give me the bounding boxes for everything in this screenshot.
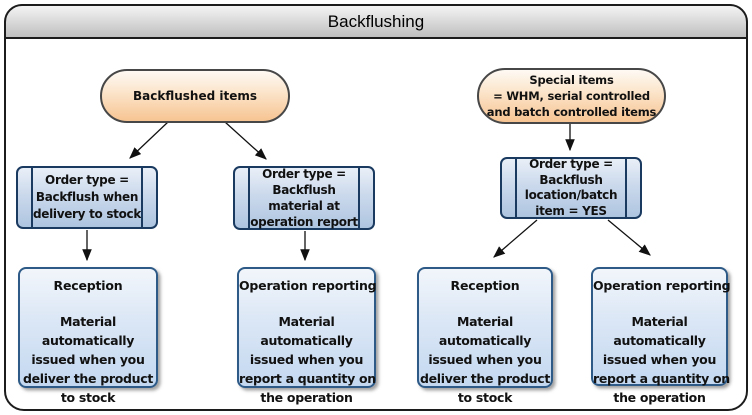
- node-backflushed-items: Backflushed items: [100, 69, 290, 123]
- process-side-bar: [625, 159, 627, 217]
- node-operation-reporting-right-heading: Operation reporting: [593, 278, 731, 293]
- node-operation-reporting-right: Operation reporting Material automatical…: [591, 267, 731, 405]
- node-special-items: Special items = WHM, serial controlled a…: [477, 68, 666, 124]
- node-reception-left: Reception Material automatically issued …: [18, 267, 158, 405]
- node-order-type-delivery-to-stock: Order type = Backflush when delivery to …: [16, 166, 158, 229]
- node-order-type-operation-report: Order type = Backflush material at opera…: [233, 166, 375, 230]
- node-operation-reporting-right-body: Material automatically issued when you r…: [593, 314, 730, 405]
- node-order-type-delivery-label: Order type = Backflush when delivery to …: [32, 173, 142, 221]
- node-order-type-location-batch: Order type = Backflush location/batch it…: [500, 157, 642, 219]
- node-reception-right-body: Material automatically issued when you d…: [419, 314, 551, 405]
- node-reception-left-body: Material automatically issued when you d…: [22, 314, 154, 405]
- node-backflushed-items-label: Backflushed items: [132, 89, 257, 103]
- node-special-items-label: Special items = WHM, serial controlled a…: [486, 73, 657, 119]
- process-side-bar: [358, 168, 360, 228]
- node-order-type-location-label: Order type = Backflush location/batch it…: [524, 157, 618, 218]
- title-bar: Backflushing: [4, 4, 748, 39]
- node-reception-right-heading: Reception: [450, 278, 520, 293]
- node-reception-left-heading: Reception: [53, 278, 123, 293]
- node-operation-reporting-left-body: Material automatically issued when you r…: [239, 314, 376, 405]
- node-order-type-operation-label: Order type = Backflush material at opera…: [250, 167, 358, 229]
- page-title: Backflushing: [327, 11, 425, 31]
- process-side-bar: [248, 168, 250, 228]
- node-reception-right: Reception Material automatically issued …: [417, 267, 553, 405]
- process-side-bar: [515, 159, 517, 217]
- process-side-bar: [141, 168, 143, 227]
- process-side-bar: [31, 168, 33, 227]
- node-operation-reporting-left: Operation reporting Material automatical…: [237, 267, 377, 405]
- node-operation-reporting-left-heading: Operation reporting: [239, 278, 377, 293]
